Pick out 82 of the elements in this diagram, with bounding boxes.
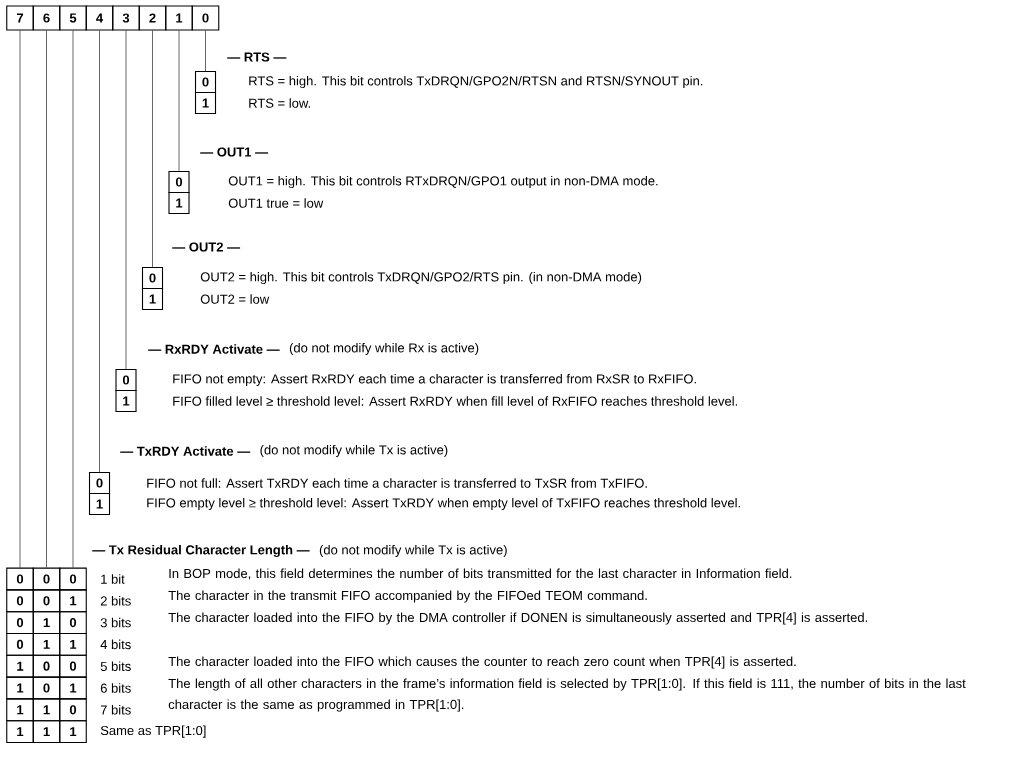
note-text: (do not modify while Tx is active) (319, 544, 507, 558)
bit-box: 1 (6, 676, 34, 700)
description-text: OUT1 = high. This bit controls RTxDRQN/GPO1 output in non-DMA mode. (228, 175, 658, 189)
bit-box: 6 (32, 5, 61, 31)
bit-box: 1 (6, 720, 34, 744)
bit-box: 1 (32, 632, 61, 656)
bit-box: 0 (191, 5, 220, 31)
bit-box: 0 (6, 567, 34, 591)
field-heading: — TxRDY Activate — (120, 446, 251, 456)
bit-box: 1 (59, 720, 87, 744)
field-heading: — OUT1 — (200, 147, 269, 157)
description-text: OUT2 = high. This bit controls TxDRQN/GPO2/RTS pin. (in non-DMA mode) (200, 271, 642, 285)
description-text: Same as TPR[1:0] (100, 725, 206, 738)
bit-box: 0 (59, 567, 87, 591)
bit-box: 5 (59, 5, 87, 31)
bit-box: 2 (138, 5, 167, 31)
bit-box: 1 (59, 632, 87, 656)
bit-box: 1 (32, 698, 61, 722)
description-text: OUT1 true = low (228, 198, 324, 208)
bit-box: 7 (6, 5, 34, 31)
description-text: The length of all other characters in the frame’s information field is selected by TPR[1:0]. If this field is 111, the number of bits in the last character is the same as programmed in TPR[1:0]. (168, 678, 966, 712)
description-text: 7 bits (100, 705, 131, 715)
bit-box: 0 (168, 170, 190, 194)
bit-box: 1 (59, 589, 87, 613)
field-heading: — Tx Residual Character Length — (92, 544, 310, 558)
bit-box: 4 (85, 5, 114, 31)
bit-box: 0 (32, 589, 61, 613)
bit-box: 1 (59, 676, 87, 700)
description-text: 3 bits (100, 617, 131, 628)
bit-box: 1 (165, 5, 193, 31)
bit-box: 0 (32, 676, 61, 700)
bit-box: 3 (112, 5, 140, 31)
description-text: 2 bits (100, 596, 131, 606)
field-heading: — OUT2 — (172, 242, 241, 252)
bit-box: 0 (59, 611, 87, 635)
bit-box: 0 (141, 266, 164, 290)
description-text: RTS = high. This bit controls TxDRQN/GPO2N/RTSN and RTSN/SYNOUT pin. (249, 75, 703, 89)
leader-line (19, 30, 21, 568)
field-heading: — RTS — (227, 52, 287, 62)
bit-box: 1 (141, 287, 164, 311)
description-text: 4 bits (100, 639, 131, 650)
bit-box: 1 (194, 91, 217, 115)
bit-box: 0 (88, 471, 111, 495)
description-text: FIFO filled level ≥ threshold level: Assert RxRDY when fill level of RxFIFO reaches threshold level. (173, 396, 738, 406)
description-text: FIFO not empty: Assert RxRDY each time a character is transferred from RxSR to RxFIFO. (173, 373, 696, 387)
description-text: FIFO not full: Assert TxRDY each time a character is transferred to TxSR from TxFIFO. (147, 478, 647, 488)
description-text: FIFO empty level ≥ threshold level: Assert TxRDY when empty level of TxFIFO reaches threshold level. (147, 497, 740, 511)
bit-box: 0 (32, 567, 61, 591)
description-text: In BOP mode, this field determines the number of bits transmitted for the last character in Information field. (169, 568, 792, 580)
description-text: OUT2 = low (200, 294, 270, 304)
description-text: The character in the transmit FIFO accompanied by the FIFOed TEOM command. (168, 590, 647, 603)
bit-box: 0 (194, 70, 217, 94)
bit-box: 0 (115, 368, 137, 392)
bit-box: 1 (32, 720, 61, 744)
bit-box: 1 (6, 698, 34, 722)
leader-line (46, 30, 47, 568)
bit-box: 1 (168, 191, 190, 215)
bit-box: 1 (6, 654, 34, 678)
description-text: The character loaded into the FIFO which causes the counter to reach zero count when TPR[4] is asserted. (168, 656, 796, 669)
field-heading: — RxRDY Activate — (148, 344, 280, 354)
bit-box: 1 (32, 611, 61, 635)
description-text: 5 bits (100, 661, 131, 671)
bit-box: 1 (88, 492, 111, 516)
leader-line (152, 30, 153, 268)
description-text: RTS = low. (249, 98, 310, 108)
description-text: The character loaded into the FIFO by the DMA controller if DONEN is simultaneously asserted and TPR[4] is asserted. (168, 612, 868, 625)
leader-line (72, 30, 74, 568)
bit-box: 0 (6, 632, 34, 656)
leader-line (178, 30, 180, 172)
bit-box: 0 (6, 589, 34, 613)
bit-box: 0 (6, 611, 34, 635)
note-text: (do not modify while Tx is active) (260, 444, 448, 458)
note-text: (do not modify while Rx is active) (289, 342, 479, 356)
description-text: 1 bit (101, 574, 125, 584)
leader-line (99, 30, 100, 473)
bit-box: 0 (59, 698, 87, 722)
bit-box: 1 (115, 389, 137, 413)
leader-line (125, 30, 127, 370)
description-text: 6 bits (100, 683, 131, 693)
bit-box: 0 (59, 654, 87, 678)
leader-line (205, 30, 206, 72)
bit-box: 0 (32, 654, 61, 678)
